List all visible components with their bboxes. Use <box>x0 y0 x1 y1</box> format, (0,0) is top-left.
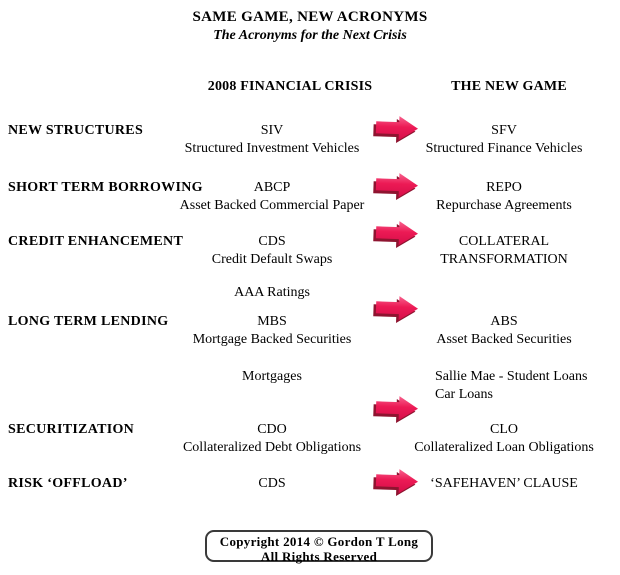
old-full-mbs: Mortgage Backed Securities <box>192 332 352 347</box>
row-label-securitization: SECURITIZATION <box>8 422 135 437</box>
right-block-arrow-icon <box>370 169 421 203</box>
note-mortgages: Mortgages <box>242 369 302 384</box>
old-acronym-mbs: MBS <box>257 314 287 329</box>
old-acronym-cdo: CDO <box>257 422 287 437</box>
row-label-long-term-lending: LONG TERM LENDING <box>8 314 169 329</box>
row-label-credit-enhancement: CREDIT ENHANCEMENT <box>8 234 184 249</box>
old-full-siv: Structured Investment Vehicles <box>184 141 360 156</box>
note-aaa-ratings: AAA Ratings <box>234 285 310 300</box>
old-full-cds: Credit Default Swaps <box>211 252 333 267</box>
new-full-sfv: Structured Finance Vehicles <box>425 141 583 156</box>
copyright-line1: Copyright 2014 © Gordon T Long <box>219 534 419 549</box>
note-sallie-mae: Sallie Mae - Student Loans <box>435 369 588 384</box>
new-acronym-clo: CLO <box>490 422 518 437</box>
row-label-new-structures: NEW STRUCTURES <box>8 123 144 138</box>
page-title: SAME GAME, NEW ACRONYMS <box>192 9 428 25</box>
row-label-risk-offload: RISK ‘OFFLOAD’ <box>8 476 128 491</box>
copyright-box: Copyright 2014 © Gordon T Long All Right… <box>205 530 433 564</box>
old-full-abcp: Asset Backed Commercial Paper <box>179 198 365 213</box>
new-acronym-sfv: SFV <box>491 123 517 138</box>
old-acronym-siv: SIV <box>260 123 284 138</box>
old-full-cdo: Collateralized Debt Obligations <box>182 440 362 455</box>
right-block-arrow-icon <box>370 392 421 426</box>
right-block-arrow-icon <box>370 292 421 326</box>
copyright-line2: All Rights Reserved <box>260 549 378 564</box>
note-car-loans: Car Loans <box>435 387 493 402</box>
new-full-clo: Collateralized Loan Obligations <box>414 440 594 455</box>
new-full-abs: Asset Backed Securities <box>436 332 572 347</box>
right-block-arrow-icon <box>370 217 421 251</box>
right-block-arrow-icon <box>370 465 421 499</box>
new-acronym-abs: ABS <box>490 314 518 329</box>
right-block-arrow-icon <box>370 112 421 146</box>
column-header-new-game: THE NEW GAME <box>451 79 567 94</box>
new-full-transformation: TRANSFORMATION <box>440 252 568 267</box>
row-label-short-term-borrowing: SHORT TERM BORROWING <box>8 180 203 195</box>
old-acronym-cds: CDS <box>258 234 286 249</box>
column-header-2008-crisis: 2008 FINANCIAL CRISIS <box>207 79 373 94</box>
new-full-repo: Repurchase Agreements <box>436 198 572 213</box>
page-subtitle: The Acronyms for the Next Crisis <box>213 28 407 43</box>
old-acronym-abcp: ABCP <box>253 180 291 195</box>
new-acronym-safehaven-clause: ‘SAFEHAVEN’ CLAUSE <box>430 476 578 491</box>
new-acronym-collateral: COLLATERAL <box>458 234 550 249</box>
old-acronym-cds2: CDS <box>258 476 286 491</box>
new-acronym-repo: REPO <box>486 180 522 195</box>
